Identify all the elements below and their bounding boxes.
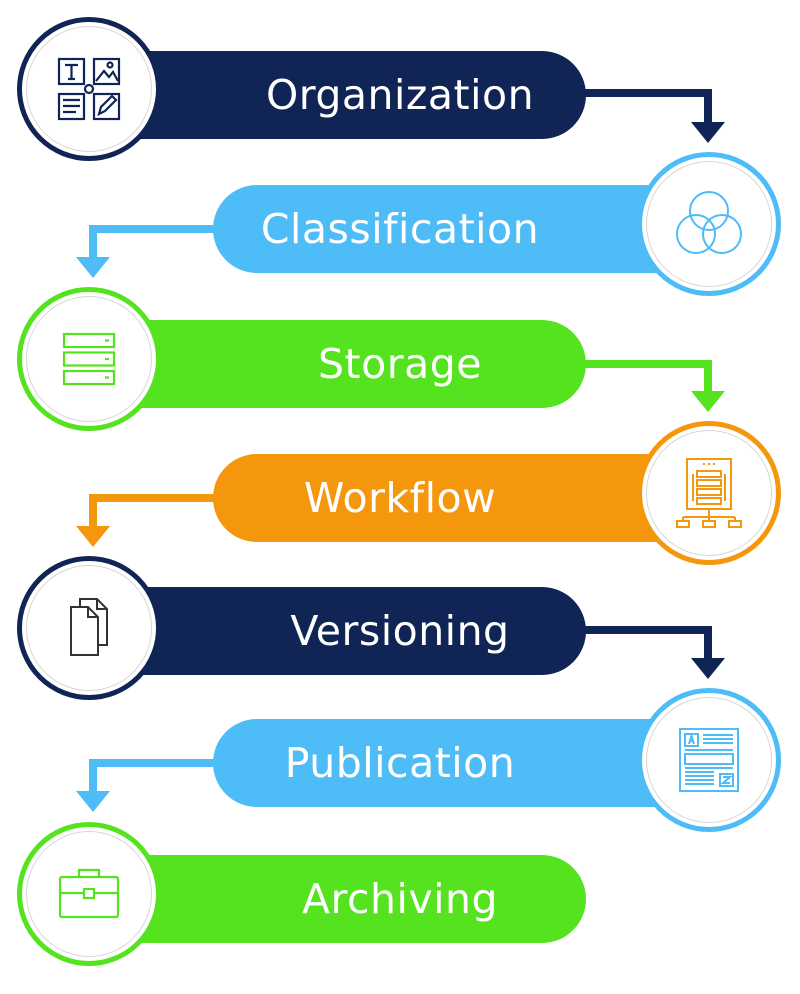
step-versioning-icon-circle bbox=[17, 556, 161, 700]
step-workflow-bar bbox=[213, 454, 710, 542]
step-storage-icon-circle bbox=[17, 287, 161, 431]
workflow-tree-icon bbox=[676, 458, 742, 528]
step-storage-bar bbox=[92, 320, 586, 408]
step-publication-icon-circle bbox=[637, 688, 781, 832]
step-organization-icon-circle bbox=[17, 17, 161, 161]
venn-diagram-icon bbox=[676, 191, 742, 254]
documents-icon bbox=[70, 598, 108, 656]
step-workflow-icon-circle bbox=[637, 421, 781, 565]
step-organization-bar bbox=[92, 51, 586, 139]
text-image-edit-icon bbox=[57, 57, 121, 121]
step-workflow-label: Workflow bbox=[303, 474, 497, 522]
step-archiving-icon-circle bbox=[17, 822, 161, 966]
step-classification-bar bbox=[213, 185, 710, 273]
step-archiving-label: Archiving bbox=[301, 875, 499, 923]
step-classification-icon-circle bbox=[637, 152, 781, 296]
step-publication-bar bbox=[213, 719, 710, 807]
step-versioning-bar bbox=[92, 587, 586, 675]
step-storage-label: Storage bbox=[318, 340, 482, 388]
step-organization-label: Organization bbox=[265, 71, 535, 119]
step-classification-label: Classification bbox=[260, 205, 540, 253]
newspaper-icon bbox=[679, 728, 739, 792]
server-stack-icon bbox=[62, 332, 116, 386]
step-publication-label: Publication bbox=[284, 739, 516, 787]
step-archiving-bar bbox=[92, 855, 586, 943]
briefcase-icon bbox=[58, 868, 120, 919]
step-versioning-label: Versioning bbox=[290, 607, 510, 655]
